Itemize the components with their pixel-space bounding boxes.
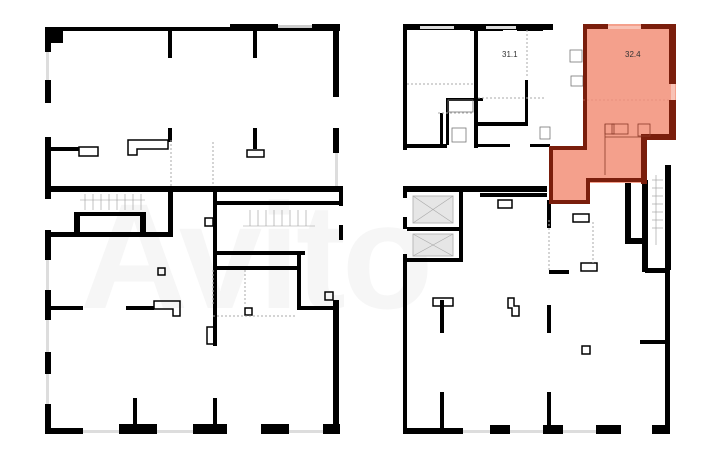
- unit-area-label-b[interactable]: 32.4: [625, 50, 641, 59]
- left-building: [45, 24, 343, 434]
- highlighted-unit[interactable]: [549, 24, 676, 204]
- unit-area-label-a: 31.1: [502, 50, 518, 59]
- elevator-icon: [412, 195, 454, 257]
- right-building: [403, 24, 671, 434]
